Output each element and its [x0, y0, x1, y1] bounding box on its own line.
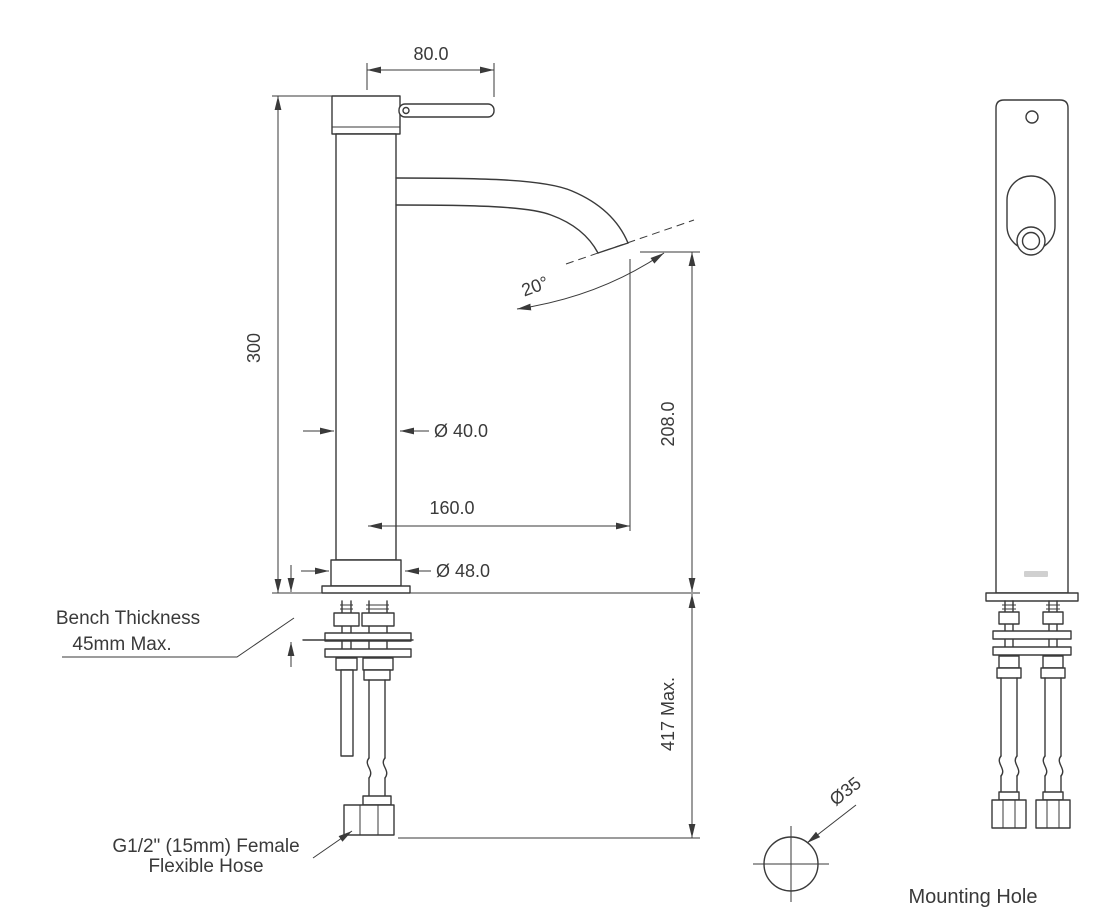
- bench-section: [272, 592, 700, 641]
- dimensions: 80.0 300 20° Ø 40.0 160.0 Ø 48.0: [56, 44, 700, 877]
- bench-thickness-note: Bench Thickness 45mm Max.: [56, 565, 295, 667]
- hose-note-label-2: Flexible Hose: [148, 856, 263, 877]
- lock-nut-left: [335, 657, 358, 671]
- hole-leader-line: [806, 804, 857, 844]
- dim-spout-reach: 160.0: [368, 259, 631, 531]
- brand-mark: [1024, 571, 1048, 577]
- outlet-circle: [1016, 226, 1046, 256]
- mounting-hole-label: Mounting Hole: [909, 886, 1038, 908]
- dim-hose-drop: 417 Max.: [398, 594, 700, 839]
- under-bench-hardware-side: [324, 600, 412, 836]
- stud-threads: [340, 604, 389, 610]
- dim-spout-reach-label: 160.0: [429, 498, 474, 518]
- spout-face: [597, 242, 629, 254]
- base-collar: [330, 559, 402, 587]
- bench-note-leader: [62, 617, 295, 658]
- under-bench-hardware-front: [991, 600, 1072, 829]
- hose-collar-top: [363, 669, 391, 681]
- dim-hose-drop-label: 417 Max.: [658, 677, 678, 751]
- front-hose-end-nut-left: [991, 799, 1027, 829]
- handle-pivot: [402, 106, 410, 115]
- dim-spout-angle-label: 20°: [519, 272, 551, 300]
- front-bracket-plate-lower: [992, 646, 1072, 656]
- dim-body-height-label: 300: [244, 333, 264, 363]
- outlet-inner-circle: [1021, 231, 1041, 251]
- bench-thickness-label-1: Bench Thickness: [56, 608, 200, 629]
- dim-outlet-height: 208.0: [640, 251, 700, 592]
- front-base-flange: [985, 592, 1079, 602]
- front-hose-break-marks: [998, 755, 1064, 777]
- faucet-handle-lever: [398, 103, 495, 118]
- mounting-hole-detail: Ø35 Mounting Hole: [753, 773, 1037, 908]
- flexible-hose-note: G1/2" (15mm) Female Flexible Hose: [112, 830, 353, 877]
- flexible-hose-side: [368, 679, 386, 759]
- stud-nut-left: [333, 612, 360, 627]
- dim-outlet-height-label: 208.0: [658, 401, 678, 446]
- side-view: [272, 95, 700, 836]
- faucet-cap: [331, 95, 401, 135]
- hole-diameter-label: Ø35: [826, 773, 865, 810]
- bracket-plate-upper: [324, 632, 412, 642]
- faucet-body: [321, 133, 411, 594]
- bracket-plate-lower: [324, 648, 412, 658]
- front-view: [985, 99, 1079, 829]
- angle-reference-line: [565, 219, 695, 265]
- hose-collar-bottom: [362, 795, 392, 806]
- hose-end-nut: [343, 804, 395, 836]
- dim-body-diameter-label: Ø 40.0: [434, 421, 488, 441]
- top-set-hole: [1025, 110, 1039, 124]
- base-flange: [321, 585, 411, 594]
- lock-nut-right: [362, 657, 394, 671]
- stud-nut-right: [361, 612, 395, 627]
- dim-base-diameter-label: Ø 48.0: [436, 561, 490, 581]
- bench-thickness-label-2: 45mm Max.: [72, 634, 171, 655]
- supply-pipe: [340, 669, 354, 757]
- dim-base-diameter: Ø 48.0: [301, 561, 490, 581]
- hose-note-label-1: G1/2" (15mm) Female: [112, 836, 299, 857]
- dim-handle-length: 80.0: [366, 44, 495, 97]
- dim-handle-length-label: 80.0: [413, 44, 448, 64]
- dim-body-height: 300: [244, 95, 334, 593]
- front-body-outline: [995, 99, 1069, 594]
- dim-spout-angle: 20°: [516, 219, 695, 311]
- center-lines: [753, 826, 829, 902]
- front-bracket-plate-upper: [992, 630, 1072, 640]
- spout: [395, 177, 629, 254]
- dim-body-diameter: Ø 40.0: [303, 421, 488, 441]
- front-hose-end-nut-right: [1035, 799, 1071, 829]
- hose-break-marks: [366, 757, 388, 779]
- front-flexible-hoses: [1000, 677, 1062, 757]
